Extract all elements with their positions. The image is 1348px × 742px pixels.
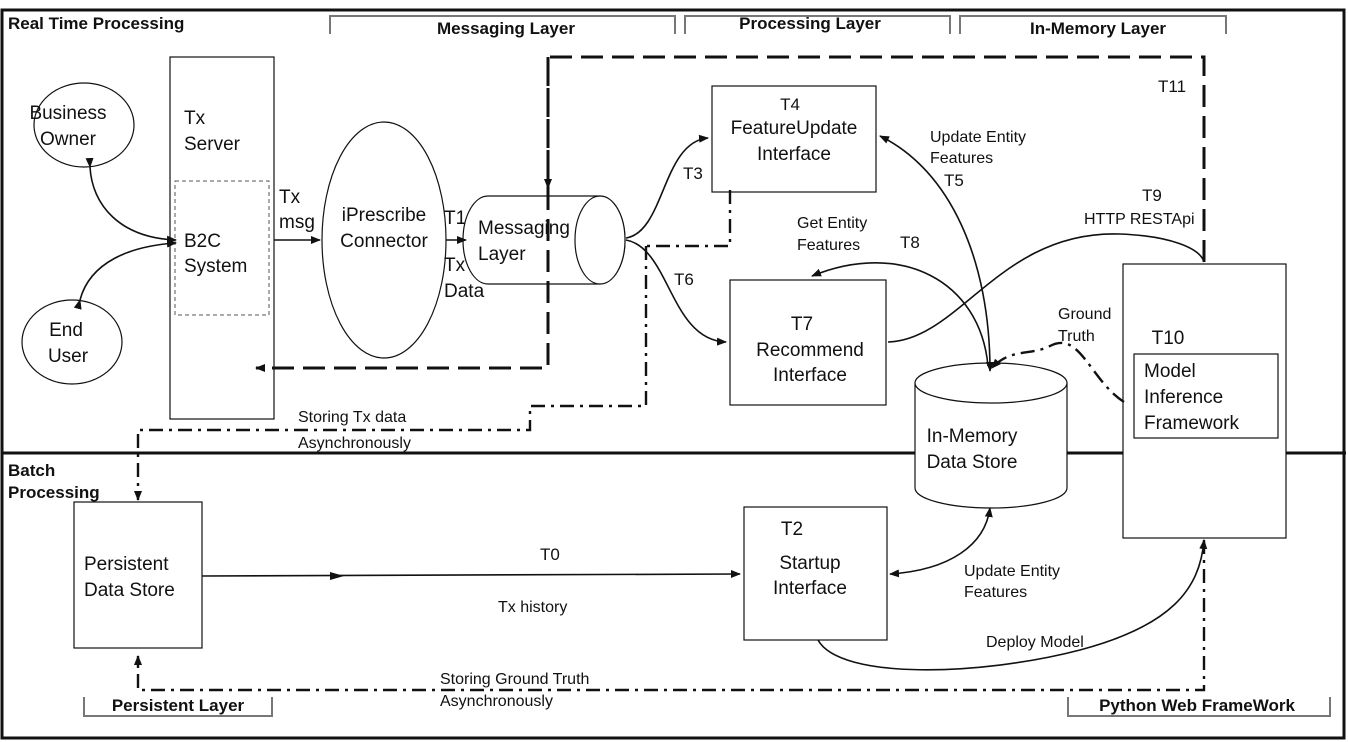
messaging-layer-node-label: Messaging xyxy=(478,218,570,239)
startup-label-2: Interface xyxy=(773,578,847,599)
edge-t5 xyxy=(879,135,994,372)
processing-layer-bracket xyxy=(684,15,951,34)
edge-ground-truth-label-2: Truth xyxy=(1058,328,1095,345)
model-inference-label: Model xyxy=(1144,361,1196,382)
edge-t8-label-2: Features xyxy=(797,237,860,254)
business-owner-label-2: Owner xyxy=(40,129,97,150)
edge-storing-gt-label-2: Asynchronously xyxy=(440,693,553,710)
model-inference-id: T10 xyxy=(1152,328,1185,349)
python-web-label: Python Web FrameWork xyxy=(1099,696,1295,715)
feature-update-node xyxy=(711,85,877,193)
persistent-layer-bracket xyxy=(83,697,273,717)
end-user-node xyxy=(21,299,123,385)
edge-tx-msg-label-2: msg xyxy=(279,212,315,233)
edge-t5-id: T5 xyxy=(944,171,964,190)
edge-user-b2c xyxy=(73,239,177,310)
edge-t0-label: T0 xyxy=(540,545,560,564)
edge-t3-label: T3 xyxy=(683,164,703,183)
edge-storing-gt-label: Storing Ground Truth xyxy=(440,671,589,688)
iprescribe-label-2: Connector xyxy=(340,231,428,252)
startup-node xyxy=(743,506,888,641)
inmemory-store-label-2: Data Store xyxy=(927,452,1018,473)
edge-deploy-model xyxy=(817,539,1208,671)
edge-t11 xyxy=(255,55,1206,372)
edge-t8-id: T8 xyxy=(900,233,920,252)
model-inference-label-3: Framework xyxy=(1144,413,1240,434)
edge-tx-msg-label: Tx xyxy=(279,187,301,208)
edge-storing-tx-label-2: Asynchronously xyxy=(298,435,411,452)
messaging-layer-bracket xyxy=(329,15,676,34)
edge-t1-label: T1 xyxy=(444,208,466,229)
iprescribe-label: iPrescribe xyxy=(342,205,426,226)
inmemory-store-top xyxy=(914,362,1068,404)
inmemory-layer-label: In-Memory Layer xyxy=(1030,19,1166,38)
realtime-section-title: Real Time Processing xyxy=(8,14,184,33)
recommend-label: Recommend xyxy=(756,340,864,361)
edge-startup-inmemory xyxy=(889,507,993,578)
processing-layer-label: Processing Layer xyxy=(739,14,881,33)
edge-ground-truth xyxy=(991,341,1125,404)
startup-label: Startup xyxy=(779,553,840,574)
edge-deploy-label: Deploy Model xyxy=(986,634,1084,651)
edge-tx-data-label: Tx xyxy=(444,255,466,276)
startup-id: T2 xyxy=(781,519,803,540)
model-inference-node xyxy=(1133,353,1279,439)
edge-ground-truth-label: Ground xyxy=(1058,306,1111,323)
messaging-layer-cap xyxy=(574,195,626,285)
batch-section-title: Batch xyxy=(8,461,55,480)
end-user-label-2: User xyxy=(48,346,89,367)
feature-update-id: T4 xyxy=(780,95,800,114)
edge-storing-tx-label: Storing Tx data xyxy=(298,409,406,426)
edge-t6-label: T6 xyxy=(674,270,694,289)
edge-startup-label-2: Features xyxy=(964,584,1027,601)
tx-server-label-2: Server xyxy=(184,134,241,155)
business-owner-label: Business xyxy=(29,103,106,124)
edge-storing-tx xyxy=(646,190,732,248)
edge-t0-mid-arrow xyxy=(330,572,344,580)
end-user-label: End xyxy=(49,320,83,341)
persistent-layer-label: Persistent Layer xyxy=(112,696,245,715)
model-inference-label-2: Inference xyxy=(1144,387,1223,408)
recommend-id: T7 xyxy=(791,314,813,335)
edge-t9-id: T9 xyxy=(1142,186,1162,205)
edge-t6 xyxy=(625,239,727,346)
edge-t8 xyxy=(811,262,989,367)
edge-startup-label: Update Entity xyxy=(964,563,1060,580)
python-web-bracket xyxy=(1067,697,1331,717)
b2c-system-label-2: System xyxy=(184,256,247,277)
batch-section-title-2: Processing xyxy=(8,483,100,502)
inmemory-store-label: In-Memory xyxy=(927,426,1018,447)
edge-t0 xyxy=(201,570,741,579)
tx-server-label: Tx xyxy=(184,108,206,129)
edge-t5-label: Update Entity xyxy=(930,129,1026,146)
b2c-system-label: B2C xyxy=(184,231,221,252)
edge-t9-label: HTTP RESTApi xyxy=(1084,211,1195,228)
feature-update-label-2: Interface xyxy=(757,144,831,165)
edge-t11-label: T11 xyxy=(1158,77,1186,96)
persistent-store-label: Persistent xyxy=(84,554,169,575)
outer-frame xyxy=(0,8,1346,740)
feature-update-label: FeatureUpdate xyxy=(731,118,858,139)
edge-t9 xyxy=(887,233,1205,343)
persistent-store-node xyxy=(73,501,203,649)
edge-tx-history-label: Tx history xyxy=(498,599,567,616)
edge-t5-label-2: Features xyxy=(930,150,993,167)
tx-server-node xyxy=(169,56,275,420)
edge-tx-data-label-2: Data xyxy=(444,281,485,302)
edge-owner-b2c xyxy=(85,157,177,244)
recommend-label-2: Interface xyxy=(773,365,847,386)
edge-t3 xyxy=(625,134,709,239)
messaging-layer-label: Messaging Layer xyxy=(437,19,575,38)
edge-storing-tx-2 xyxy=(134,246,648,501)
edge-t8-label: Get Entity xyxy=(797,215,867,232)
inmemory-layer-bracket xyxy=(959,15,1227,34)
business-owner-node xyxy=(33,82,135,168)
persistent-store-label-2: Data Store xyxy=(84,580,175,601)
recommend-node xyxy=(729,279,887,406)
messaging-layer-node-label-2: Layer xyxy=(478,244,526,265)
